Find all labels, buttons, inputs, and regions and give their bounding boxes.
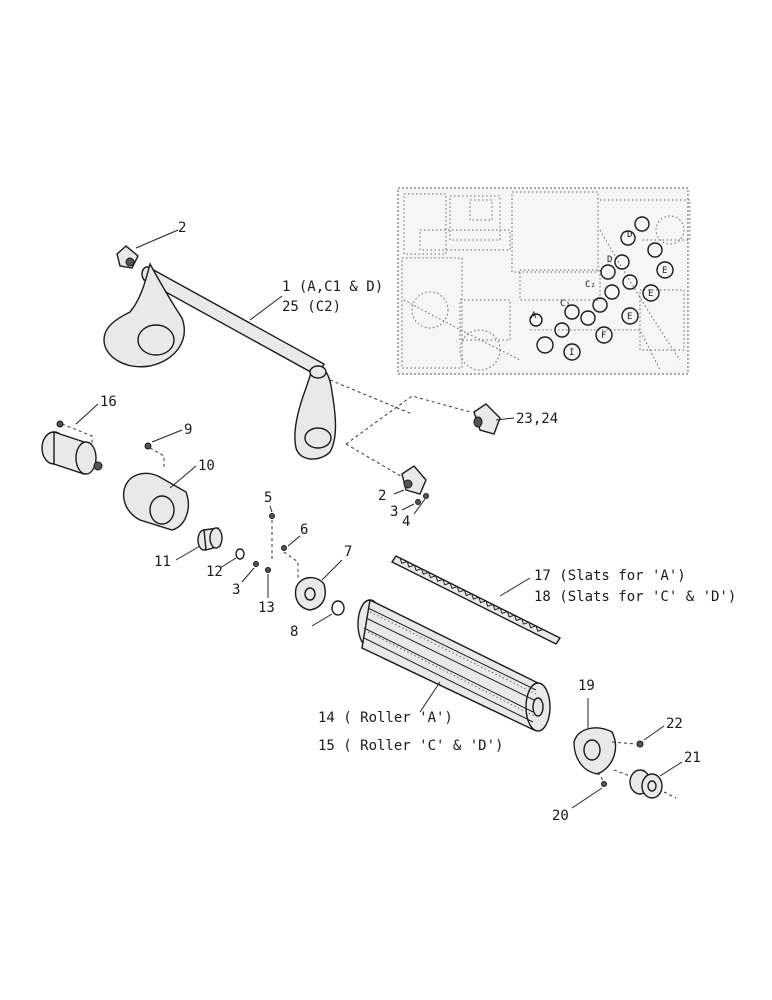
callout-22: 22: [666, 716, 683, 732]
callout-20: 20: [552, 808, 569, 824]
callout-3-low: 3: [232, 582, 240, 598]
flange-bearing-23-24: [473, 403, 501, 435]
inset-label-i: I: [569, 348, 574, 358]
callout-6: 6: [300, 522, 308, 538]
callout-4: 4: [402, 514, 410, 530]
callout-16: 16: [100, 394, 117, 410]
callout-2-mid: 2: [378, 488, 386, 504]
callout-10: 10: [198, 458, 215, 474]
callout-19: 19: [578, 678, 595, 694]
callout-7: 7: [344, 544, 352, 560]
inset-label-c1: C₁: [560, 299, 571, 309]
callout-21: 21: [684, 750, 701, 766]
slatted-roller-14-15: [357, 598, 551, 732]
inset-label-e1: E: [662, 266, 667, 276]
inset-label-e3: E: [627, 312, 632, 322]
callout-9: 9: [184, 422, 192, 438]
inset-label-d2: D: [607, 255, 612, 265]
bearing-housing-19: [573, 727, 617, 775]
bearing-21: [629, 769, 663, 799]
flange-bearing-7: [294, 577, 326, 611]
callout-14: 14 ( Roller 'A'): [318, 710, 453, 726]
callout-5: 5: [264, 490, 272, 506]
callout-12: 12: [206, 564, 223, 580]
motor-mount-housing-10: [122, 472, 190, 531]
callout-25-shaft: 25 (C2): [282, 299, 341, 315]
inset-label-c2: C₂: [585, 280, 596, 290]
callout-2-top: 2: [178, 220, 186, 236]
flange-bearing-top: [116, 245, 139, 269]
callout-18: 18 (Slats for 'C' & 'D'): [534, 589, 736, 605]
inset-label-a: A: [531, 311, 537, 321]
coupler-11: [197, 527, 223, 551]
flange-bearing-mid: [401, 465, 429, 505]
callout-15: 15 ( Roller 'C' & 'D'): [318, 738, 503, 754]
callout-3-mid: 3: [390, 504, 398, 520]
callout-17: 17 (Slats for 'A'): [534, 568, 686, 584]
callout-13: 13: [258, 600, 275, 616]
inset-label-e2: E: [648, 289, 653, 299]
slat-17-18: [390, 555, 562, 645]
shaft-assembly: [103, 262, 337, 460]
callout-8: 8: [290, 624, 298, 640]
inset-location-view: D D E E E C₁ C₂ A F I: [397, 187, 691, 375]
hydraulic-motor-16: [41, 420, 103, 475]
callout-1-shaft: 1 (A,C1 & D): [282, 279, 383, 295]
callout-11: 11: [154, 554, 171, 570]
callout-23-24: 23,24: [516, 411, 558, 427]
inset-label-d1: D: [627, 230, 632, 240]
inset-label-f: F: [601, 331, 606, 341]
